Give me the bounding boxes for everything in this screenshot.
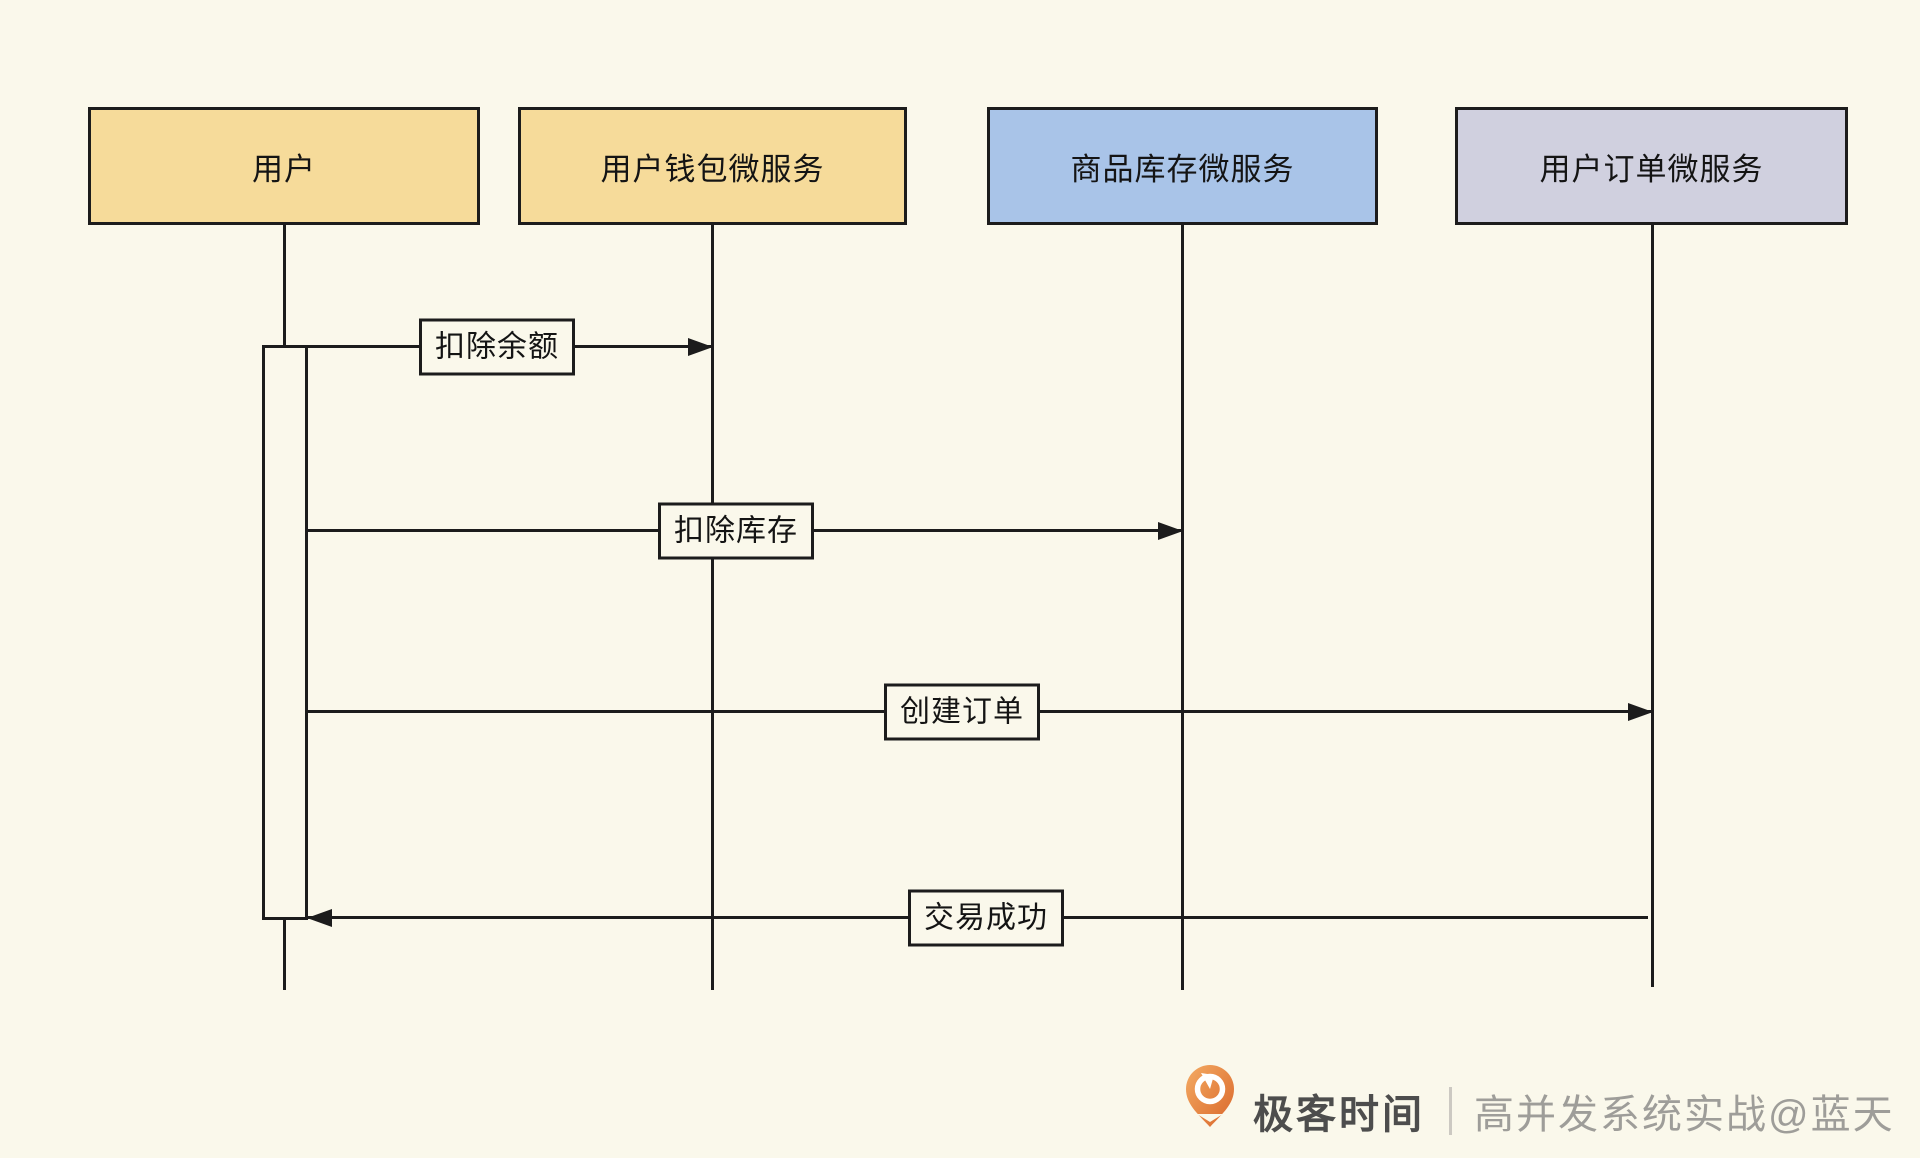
message-label-create-order: 创建订单 — [884, 683, 1040, 740]
actor-label-order-service: 用户订单微服务 — [1539, 151, 1764, 187]
actor-label-inventory-service: 商品库存微服务 — [1070, 151, 1295, 187]
lifeline-wallet-service — [711, 225, 714, 990]
arrowhead-left-icon — [307, 908, 332, 927]
actor-box-inventory-service: 商品库存微服务 — [987, 107, 1378, 225]
message-transaction-success: 交易成功 — [307, 889, 1648, 946]
watermark-footer: 极客时间 高并发系统实战@蓝天 — [1183, 1062, 1895, 1146]
lifeline-user-upper — [283, 225, 286, 347]
actor-box-order-service: 用户订单微服务 — [1455, 107, 1848, 225]
bottom-edge-strip — [0, 1158, 1920, 1163]
message-label-deduct-inventory: 扣除库存 — [658, 502, 814, 559]
arrowhead-right-icon — [1628, 702, 1653, 721]
actor-label-wallet-service: 用户钱包微服务 — [600, 151, 825, 187]
actor-box-wallet-service: 用户钱包微服务 — [518, 107, 907, 225]
message-label-deduct-balance: 扣除余额 — [419, 318, 575, 375]
actor-label-user: 用户 — [252, 151, 316, 187]
credit-text: 高并发系统实战@蓝天 — [1474, 1093, 1895, 1137]
message-deduct-balance: 扣除余额 — [308, 318, 713, 375]
footer-divider — [1449, 1087, 1452, 1135]
message-create-order: 创建订单 — [308, 683, 1653, 740]
arrowhead-right-icon — [1158, 521, 1183, 540]
activation-bar-user — [262, 345, 308, 920]
brand-name: 极客时间 — [1253, 1093, 1425, 1137]
actor-box-user: 用户 — [88, 107, 480, 225]
lifeline-user-lower — [283, 920, 286, 990]
arrowhead-right-icon — [688, 337, 713, 356]
message-label-transaction-success: 交易成功 — [908, 889, 1064, 946]
lifeline-inventory-service — [1181, 225, 1184, 990]
geektime-logo-icon — [1186, 1065, 1234, 1127]
lifeline-order-service — [1651, 225, 1654, 987]
message-deduct-inventory: 扣除库存 — [308, 502, 1183, 559]
